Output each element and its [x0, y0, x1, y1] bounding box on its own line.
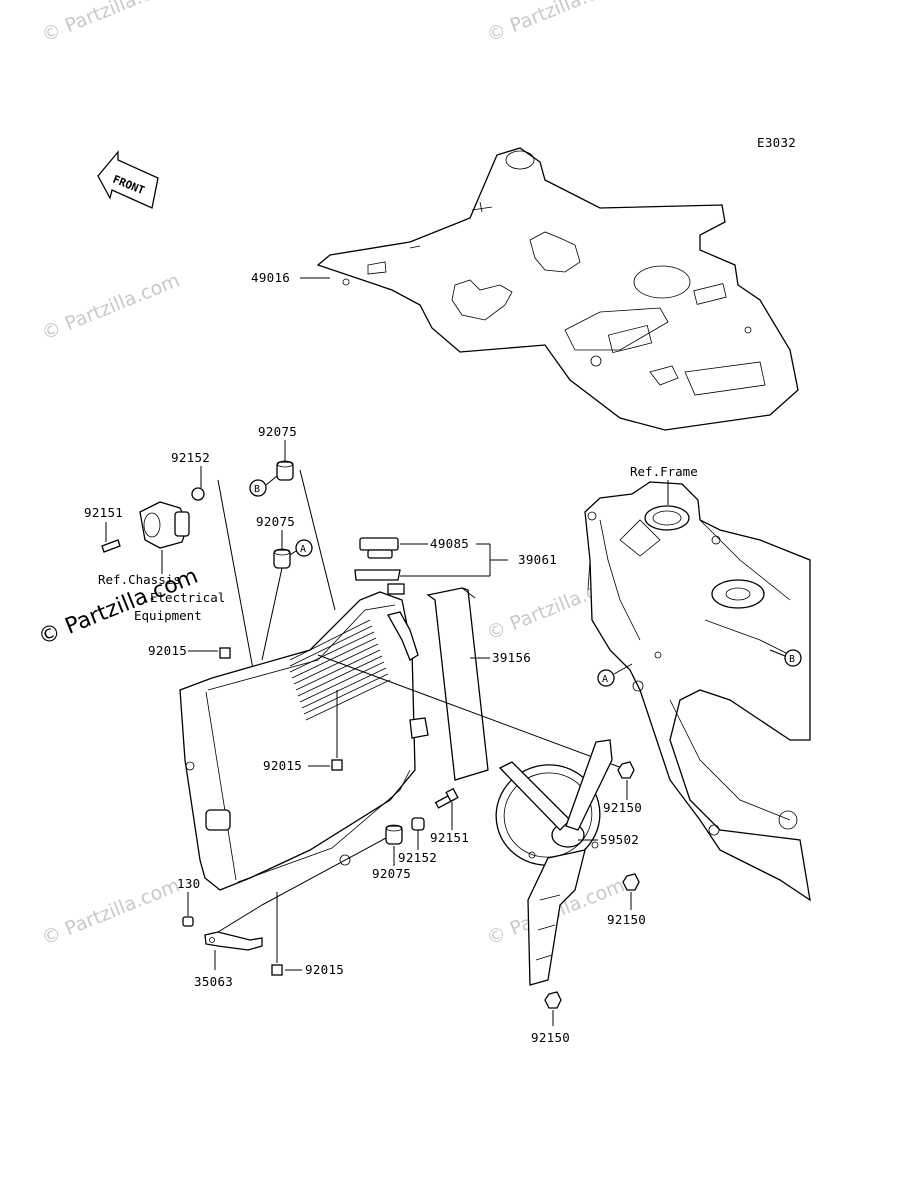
radiator-fins — [289, 619, 391, 721]
radiator-cap — [359, 537, 399, 559]
part-39156-label: 39156 — [492, 650, 531, 665]
part-49016-label: 49016 — [251, 270, 290, 285]
radiator — [179, 591, 429, 891]
part-49085-label: 49085 — [430, 536, 469, 551]
grommet-mid — [273, 548, 291, 569]
clip-mid-icon — [331, 759, 343, 771]
part-92152-top-label: 92152 — [171, 450, 210, 465]
part-92075-top-label: 92075 — [258, 424, 297, 439]
frame — [584, 481, 811, 902]
part-92015-left-label: 92015 — [148, 643, 187, 658]
frame-marker-a-icon — [597, 669, 615, 687]
part-59502-label: 59502 — [600, 832, 639, 847]
bracket — [204, 931, 263, 951]
ref-chassis-line2: Electrical — [150, 590, 225, 605]
bolt-130-icon — [182, 916, 194, 927]
part-92075-bottom-label: 92075 — [372, 866, 411, 881]
marker-a-label: A — [300, 544, 306, 555]
clip-bottom-icon — [271, 964, 283, 976]
grommet-top — [276, 460, 294, 481]
front-arrow-icon: FRONT — [97, 150, 159, 209]
bolt-bottom-icon — [434, 787, 459, 809]
part-92015-bottom-label: 92015 — [305, 962, 344, 977]
nut-bottom-icon — [544, 991, 562, 1009]
part-35063-label: 35063 — [194, 974, 233, 989]
marker-b-label: B — [254, 484, 260, 495]
filler-neck — [354, 569, 405, 595]
watermark: © Partzilla.com — [39, 0, 183, 47]
cooling-fan — [495, 739, 613, 986]
washer-bottom-icon — [411, 817, 425, 831]
part-92015-mid-label: 92015 — [263, 758, 302, 773]
part-92150-bottom-label: 92150 — [531, 1030, 570, 1045]
part-92150-right-label: 92150 — [603, 800, 642, 815]
watermark: © Partzilla.com — [39, 269, 183, 344]
frame-marker-a-label: A — [602, 674, 608, 685]
part-92075-mid-label: 92075 — [256, 514, 295, 529]
part-92151-bottom-label: 92151 — [430, 830, 469, 845]
watermark: © Partzilla.com — [39, 874, 183, 949]
marker-a-icon — [295, 539, 313, 557]
ref-frame-label: Ref.Frame — [630, 464, 698, 479]
part-92152-bottom-label: 92152 — [398, 850, 437, 865]
diagram-code: E3032 — [757, 135, 796, 150]
seal-strip — [426, 587, 489, 781]
frame-marker-b-label: B — [789, 654, 795, 665]
frame-marker-b-icon — [784, 649, 802, 667]
relay-assembly — [101, 487, 205, 553]
ref-chassis-line1: Ref.Chassis — [98, 572, 181, 587]
marker-b-icon — [249, 479, 267, 497]
nut-right-icon — [617, 761, 635, 779]
part-39061-label: 39061 — [518, 552, 557, 567]
part-130-label: 130 — [177, 876, 200, 891]
part-92151-top-label: 92151 — [84, 505, 123, 520]
part-92150-mid-label: 92150 — [607, 912, 646, 927]
ref-chassis-line3: Equipment — [134, 608, 202, 623]
nut-mid-icon — [622, 873, 640, 891]
clip-left-icon — [219, 647, 231, 659]
watermark: © Partzilla.com — [484, 0, 628, 47]
cover-plate — [316, 147, 799, 431]
grommet-bottom — [385, 824, 403, 845]
